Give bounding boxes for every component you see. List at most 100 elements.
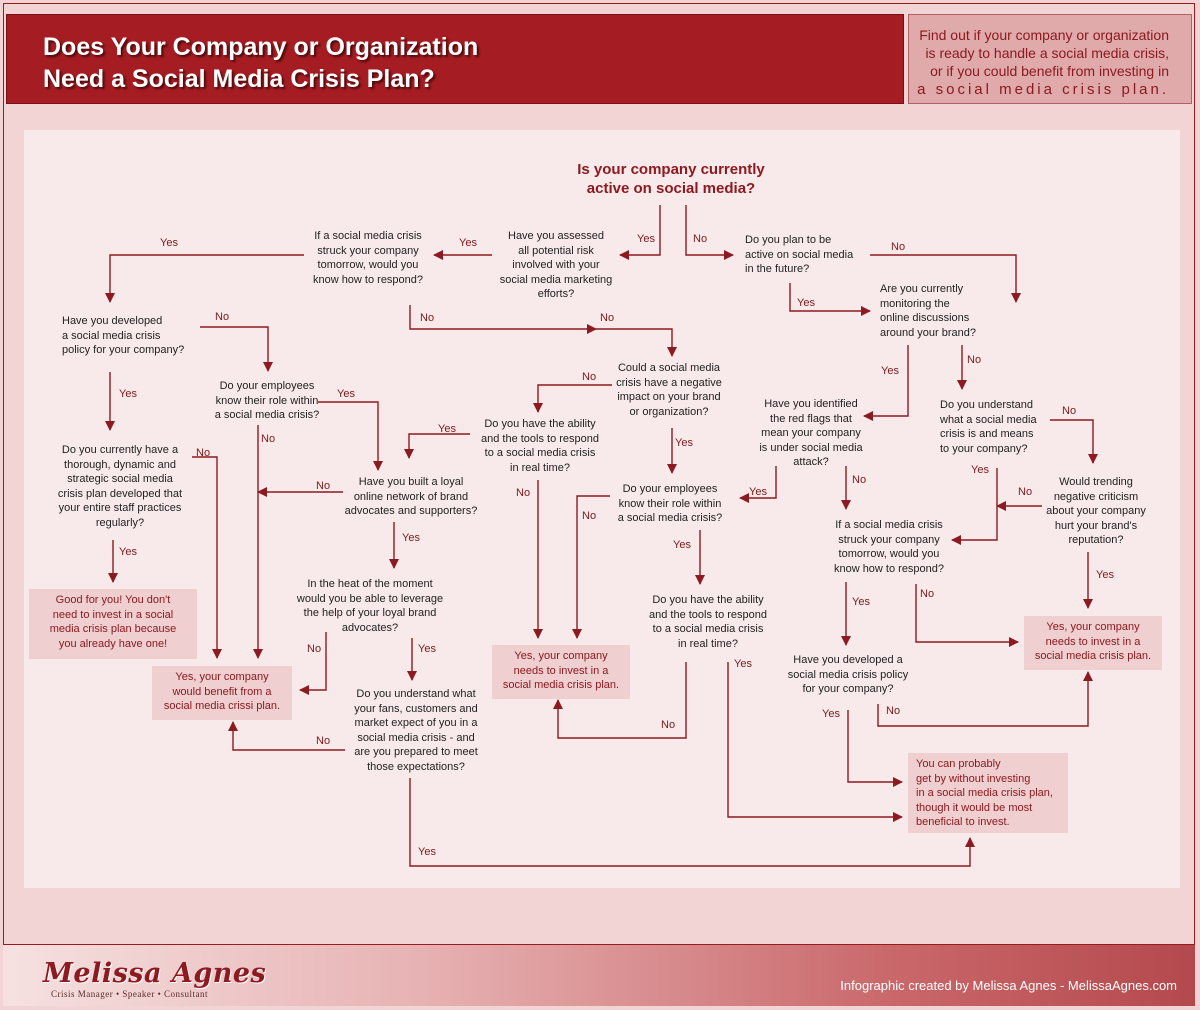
text-line: Yes, your company <box>1046 621 1140 633</box>
text-line: are you prepared to meet <box>354 746 478 758</box>
text-line: social media marketing <box>499 273 613 286</box>
text-line: tomorrow, would you <box>838 548 940 560</box>
text-line: online network of brand <box>353 490 469 503</box>
connector-leverage-no <box>299 632 327 695</box>
page-title-line-2: Need a Social Media Crisis Plan? <box>43 65 435 93</box>
text-line: Do your employees <box>219 380 315 392</box>
text-line: Do you understand what <box>356 688 476 700</box>
text-line: You can probably <box>916 758 1001 770</box>
text-line: and the tools to respond <box>648 608 768 621</box>
connector-ability2-no <box>553 662 687 739</box>
text-line: to a social media crisis <box>652 623 764 635</box>
connector-start-no <box>685 205 734 260</box>
label-yes: Yes <box>734 658 752 670</box>
text-line: social media crissi plan. <box>163 700 281 712</box>
connector-know1-no <box>409 305 597 334</box>
text-line: know how to respond? <box>833 562 945 575</box>
label-no: No <box>1062 405 1077 417</box>
question-assessed-risk: Have you assessed all potential risk inv… <box>492 229 620 302</box>
text-line: for your company? <box>802 683 894 695</box>
label-yes: Yes <box>637 233 655 245</box>
text-line: to a social media crisis <box>484 447 596 459</box>
text-line: impact on your brand <box>617 391 721 403</box>
text-line: your entire staff practices <box>58 502 182 514</box>
text-line: social media crisis plan. <box>1034 650 1152 662</box>
connector-start-yes <box>619 205 661 260</box>
text-line: you already have one! <box>58 637 168 650</box>
text-line: to your company? <box>940 442 1028 455</box>
subtitle-line-3: or if you could benefit from investing i… <box>930 63 1169 79</box>
text-line: Have you developed <box>62 315 163 327</box>
question-trending-criticism: Would trending negative criticism about … <box>1038 475 1154 548</box>
label-yes: Yes <box>675 437 693 449</box>
label-yes: Yes <box>418 643 436 655</box>
connector-monitoring-yes <box>863 345 909 421</box>
label-yes: Yes <box>119 388 137 400</box>
text-line: active on social media? <box>586 180 756 197</box>
text-line: in real time? <box>510 461 570 474</box>
label-no: No <box>316 480 331 492</box>
label-yes: Yes <box>971 464 989 476</box>
text-line: Do you currently have a <box>61 444 179 456</box>
text-line: Do you understand <box>940 399 1033 411</box>
text-line: though it would be most <box>916 801 1033 814</box>
label-yes: Yes <box>749 486 767 498</box>
label-yes: Yes <box>1096 569 1114 581</box>
label-no: No <box>920 588 935 600</box>
label-yes: Yes <box>881 365 899 377</box>
question-ability-tools-2: Do you have the ability and the tools to… <box>638 593 778 651</box>
text-line: If a social media crisis <box>835 519 943 531</box>
text-line: Is your company currently <box>577 161 765 178</box>
question-loyal-network: Have you built a loyal online network of… <box>336 475 486 519</box>
text-line: advocates? <box>341 621 399 634</box>
text-line: Good for you! You don't <box>55 594 171 606</box>
text-line: Do you plan to be <box>745 234 832 246</box>
connector-know1-yes <box>105 254 304 303</box>
label-no: No <box>316 735 331 747</box>
footer-credit: Infographic created by Melissa Agnes - M… <box>840 978 1177 993</box>
text-line: in a social media crisis plan, <box>916 787 1053 799</box>
logo-wordmark: Melissa Agnes <box>43 958 267 989</box>
text-line: in real time? <box>678 637 738 650</box>
text-line: mean your company <box>761 427 861 439</box>
text-line: is under social media <box>759 441 863 454</box>
label-no: No <box>582 371 597 383</box>
connector-future-no <box>870 254 1021 303</box>
text-line: Yes, your company <box>175 671 269 683</box>
question-understand-crisis: Do you understand what a social media cr… <box>940 398 1037 456</box>
subtitle-line-2: is ready to handle a social media crisis… <box>925 45 1169 61</box>
text-line: know their role within <box>215 394 319 407</box>
label-no: No <box>967 354 982 366</box>
text-line: Do you have the ability <box>652 594 764 606</box>
text-line: would you be able to leverage <box>296 592 444 605</box>
text-line: In the heat of the moment <box>307 578 433 590</box>
label-yes: Yes <box>438 423 456 435</box>
text-line: Have you identified <box>764 398 858 410</box>
text-line: needs to invest in a <box>513 664 609 677</box>
connector-employees1-yes <box>318 401 383 471</box>
text-line: strategic social media <box>67 473 173 485</box>
connector-understand-yes <box>951 468 998 545</box>
text-line: know how to respond? <box>312 273 424 286</box>
question-crisis-plan-current: Do you currently have a thorough, dynami… <box>40 443 200 530</box>
connector-ability1-yes <box>404 433 470 459</box>
text-line: attack? <box>793 456 829 468</box>
text-line: a social media crisis? <box>214 409 320 421</box>
label-yes: Yes <box>459 237 477 249</box>
connector-redflags-yes <box>739 466 777 503</box>
label-yes: Yes <box>797 297 815 309</box>
connector-fans-no <box>228 721 345 751</box>
text-line: monitoring the <box>880 297 950 310</box>
connector-fans-yes <box>409 778 975 867</box>
text-line: about your company <box>1046 505 1146 517</box>
text-line: policy for your company? <box>62 344 185 356</box>
label-no: No <box>600 312 615 324</box>
connector-policy1-no <box>200 326 273 372</box>
question-understand-fans: Do you understand what your fans, custom… <box>343 687 489 774</box>
question-know-respond-1: If a social media crisis struck your com… <box>302 229 434 287</box>
text-line: a social media crisis? <box>617 512 723 524</box>
text-line: Have you built a loyal <box>358 476 464 488</box>
text-line: struck your company <box>838 533 940 546</box>
text-line: crisis plan developed that <box>57 487 183 500</box>
page-title-line-1: Does Your Company or Organization <box>43 33 479 61</box>
